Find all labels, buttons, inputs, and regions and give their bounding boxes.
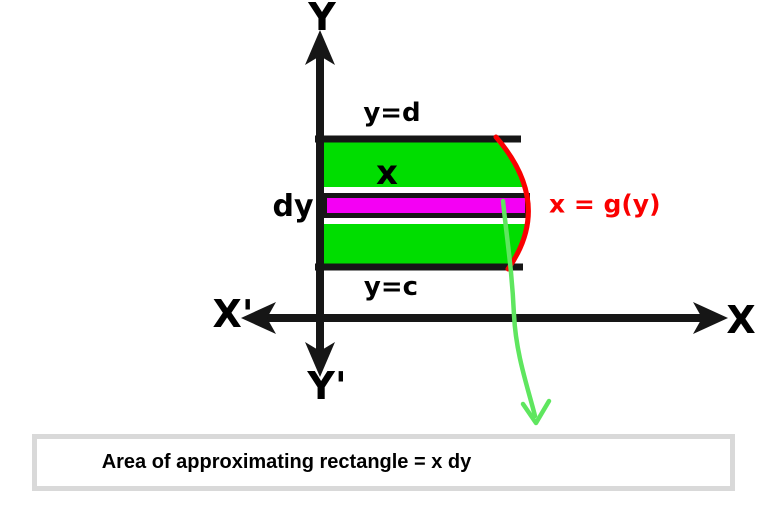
pointer-arrow	[500, 198, 538, 419]
label-rect-width: x	[376, 153, 398, 193]
caption-text: Area of approximating rectangle = x dy	[101, 451, 472, 473]
label-lower-bound: y=c	[363, 272, 419, 302]
label-x-axis: X	[726, 298, 756, 342]
caption-box: Area of approximating rectangle = x dy	[32, 434, 735, 491]
x-axis-arrow-left-icon	[241, 302, 276, 334]
label-upper-bound: y=d	[363, 98, 421, 128]
y-axis-arrow-up-icon	[305, 30, 335, 65]
pointer-arrowhead-icon	[520, 398, 552, 426]
approx-rectangle	[322, 193, 530, 218]
x-axis-arrow-right-icon	[693, 302, 728, 334]
label-rect-thickness: dy	[272, 189, 314, 224]
label-curve-equation: x = g(y)	[549, 189, 661, 219]
label-y-axis-negative: Y'	[307, 364, 347, 408]
label-x-axis-negative: X'	[212, 292, 254, 336]
y-axis-arrow-down-icon	[305, 342, 335, 377]
boundary-curve	[493, 134, 531, 272]
label-y-axis: Y	[308, 0, 336, 39]
